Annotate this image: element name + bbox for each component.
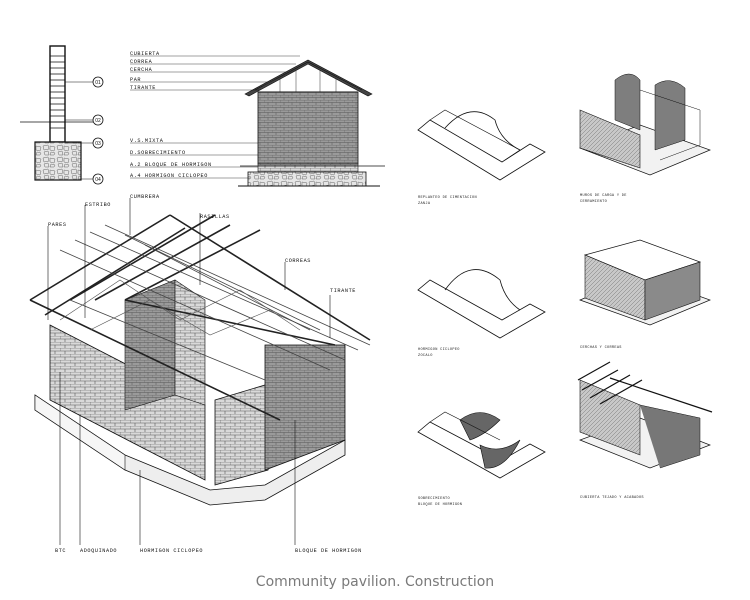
label-sobrecimiento: D.SOBRECIMIENTO bbox=[130, 150, 186, 156]
step-3-plinth: HORMIGON CICLOPEO ZOCALO bbox=[417, 269, 546, 358]
label-tirante: TIRANTE bbox=[130, 85, 156, 91]
marker-01: 01 bbox=[95, 80, 101, 86]
label-pares: PARES bbox=[48, 222, 67, 228]
step-1-label: REPLANTEO DE CIMENTACION bbox=[418, 196, 477, 200]
step-1-sub: ZANJA bbox=[418, 202, 431, 206]
label-par: PAR bbox=[130, 77, 141, 83]
marker-02: 02 bbox=[95, 118, 101, 124]
step-3-sub: ZOCALO bbox=[418, 354, 433, 358]
step-5-sub: BLOQUE DE HORMIGON bbox=[418, 503, 462, 507]
step-5-label: SOBRECIMIENTO bbox=[418, 497, 450, 501]
step-1-foundation: REPLANTEO DE CIMENTACION ZANJA bbox=[417, 109, 546, 206]
label-cubierta: CUBIERTA bbox=[130, 51, 160, 57]
label-viga: V.S.MIXTA bbox=[130, 138, 164, 144]
step-6-label: CUBIERTA TEJADO Y ACABADOS bbox=[580, 496, 644, 500]
figure-caption: Community pavilion. Construction bbox=[255, 574, 495, 590]
label-tirante-axo: TIRANTE bbox=[330, 288, 356, 294]
label-correas: CORREAS bbox=[285, 258, 311, 264]
step-4-trusses: CERCHAS Y CORREAS bbox=[579, 239, 711, 350]
step-3-label: HORMIGON CICLOPEO bbox=[418, 348, 460, 352]
label-cumbrera: CUMBRERA bbox=[130, 194, 160, 200]
section-number-markers: 01 02 03 04 bbox=[92, 76, 104, 185]
label-btc: BTC bbox=[55, 548, 66, 554]
label-estribo: ESTRIBO bbox=[85, 202, 111, 208]
construction-drawing: 01 02 03 04 CUBIERTA CORRE bbox=[20, 45, 713, 554]
marker-03: 03 bbox=[95, 141, 101, 147]
step-2-sub: CERRAMIENTO bbox=[580, 200, 607, 204]
label-hormigon-ciclopeo: A.4 HORMIGON CICLOPEO bbox=[130, 173, 208, 179]
label-correa: CORREA bbox=[130, 59, 153, 65]
step-4-label: CERCHAS Y CORREAS bbox=[580, 346, 622, 350]
label-cercha: CERCHA bbox=[130, 67, 153, 73]
step-6-roof: CUBIERTA TEJADO Y ACABADOS bbox=[577, 361, 713, 500]
label-bloque-hormigon: A.2 BLOQUE DE HORMIGON bbox=[130, 162, 212, 168]
pavilion-axonometric: ESTRIBO CUMBRERA PARES RASILLAS CORREAS … bbox=[29, 194, 371, 554]
step-5-block: SOBRECIMIENTO BLOQUE DE HORMIGON bbox=[417, 411, 546, 507]
marker-04: 04 bbox=[95, 177, 101, 183]
label-adoquinado: ADOQUINADO bbox=[80, 548, 117, 554]
step-2-label: MUROS DE CARGA Y DE bbox=[580, 194, 627, 198]
wall-section-detail: 01 02 03 04 bbox=[20, 45, 104, 185]
step-2-walls: MUROS DE CARGA Y DE CERRAMIENTO bbox=[579, 73, 711, 204]
label-hormigon-ciclopeo-axo: HORMIGON CICLOPEO bbox=[140, 548, 203, 554]
building-section-elevation: CUBIERTA CORREA CERCHA PAR TIRANTE V.S.M… bbox=[130, 51, 385, 187]
label-rasillas: RASILLAS bbox=[200, 214, 230, 220]
label-bloque-hormigon-axo: BLOQUE DE HORMIGON bbox=[295, 548, 362, 554]
